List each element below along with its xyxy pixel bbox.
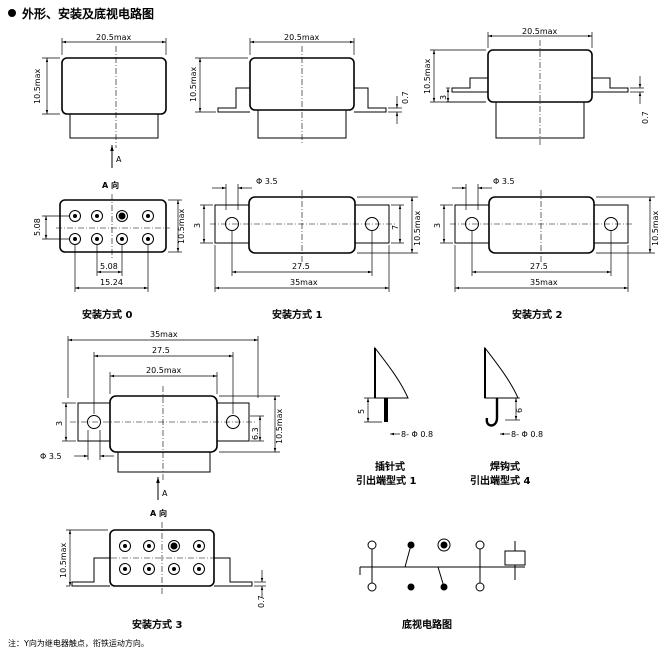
svg-text:5.08: 5.08 — [33, 218, 42, 236]
outline-view-raised-flange: 20.5max 10.5max 3 0.7 — [423, 27, 650, 145]
svg-text:6: 6 — [515, 408, 524, 413]
svg-text:35max: 35max — [150, 330, 178, 339]
view-arrow-a-label: A — [116, 155, 122, 164]
svg-text:A 向: A 向 — [150, 508, 167, 518]
outline-view-plain: 20.5max 10.5max A — [33, 33, 167, 168]
terminal-4-caption-l1: 焊钩式 — [490, 460, 520, 473]
svg-text:3: 3 — [439, 95, 448, 100]
svg-text:10.5max: 10.5max — [651, 210, 660, 246]
svg-text:Φ 3.5: Φ 3.5 — [493, 177, 515, 186]
mount-2-view: Φ 3.5 3 10.5max 27.5 35max 安装方式 2 — [433, 177, 660, 321]
svg-text:20.5max: 20.5max — [522, 27, 558, 36]
svg-text:0.7: 0.7 — [257, 595, 266, 608]
svg-text:0.7: 0.7 — [401, 91, 410, 104]
terminal-type-4: 6 8- Φ 0.8 焊钩式 引出端型式 4 — [470, 346, 543, 487]
svg-text:15.24: 15.24 — [100, 278, 123, 287]
page-title: 外形、安装及底视电路图 — [22, 6, 154, 21]
svg-text:5.08: 5.08 — [100, 262, 118, 271]
svg-text:6.3: 6.3 — [251, 427, 260, 440]
terminal-1-caption-l2: 引出端型式 1 — [356, 474, 416, 487]
svg-text:5: 5 — [357, 409, 366, 414]
svg-text:10.5max: 10.5max — [59, 542, 68, 578]
mount-3-side-view: 35max 27.5 20.5max 3 Φ 3.5 6.3 10.5max A — [40, 330, 284, 500]
svg-text:3: 3 — [433, 223, 442, 228]
svg-text:0.7: 0.7 — [641, 111, 650, 124]
terminal-4-caption-l2: 引出端型式 4 — [470, 474, 530, 487]
mount-1-view: Φ 3.5 3 7 10.5max 27.5 35max 安装方式 1 — [193, 177, 422, 321]
svg-text:3: 3 — [55, 421, 64, 426]
svg-text:3: 3 — [193, 223, 202, 228]
svg-text:8- Φ 0.8: 8- Φ 0.8 — [511, 430, 543, 439]
svg-text:10.5max: 10.5max — [423, 58, 432, 94]
svg-text:10.5max: 10.5max — [189, 66, 198, 102]
svg-text:27.5: 27.5 — [152, 346, 170, 355]
svg-text:Φ 3.5: Φ 3.5 — [40, 452, 62, 461]
svg-text:A 向: A 向 — [102, 180, 119, 190]
svg-text:27.5: 27.5 — [530, 262, 548, 271]
svg-text:35max: 35max — [530, 278, 558, 287]
svg-text:35max: 35max — [290, 278, 318, 287]
hook-lead — [485, 398, 499, 427]
dim-height-label: 10.5max — [33, 68, 42, 104]
mount-3-caption: 安装方式 3 — [132, 618, 182, 631]
mount-2-caption: 安装方式 2 — [512, 308, 562, 321]
pin-grid — [69, 210, 154, 245]
svg-text:Φ 3.5: Φ 3.5 — [256, 177, 278, 186]
svg-text:10.5max: 10.5max — [177, 208, 186, 244]
relay-body — [61, 57, 167, 115]
mount-1-caption: 安装方式 1 — [272, 308, 322, 321]
terminal-type-1: 5 8- Φ 0.8 插针式 引出端型式 1 — [356, 346, 433, 487]
svg-text:A: A — [162, 489, 168, 498]
mount-0-caption: 安装方式 0 — [82, 308, 132, 321]
svg-text:10.5max: 10.5max — [413, 210, 422, 246]
svg-text:20.5max: 20.5max — [284, 33, 320, 42]
coil-symbol — [504, 550, 526, 566]
svg-text:27.5: 27.5 — [292, 262, 310, 271]
bullet-icon — [8, 9, 16, 17]
terminal-1-caption-l1: 插针式 — [375, 460, 405, 473]
svg-text:10.5max: 10.5max — [275, 408, 284, 444]
pin-lead — [384, 398, 388, 422]
circuit-caption: 底视电路图 — [402, 618, 452, 631]
bottom-circuit-diagram: 底视电路图 — [359, 538, 526, 631]
footnote: 注：Y向为继电器触点，衔铁运动方向。 — [8, 638, 149, 648]
svg-text:8- Φ 0.8: 8- Φ 0.8 — [401, 430, 433, 439]
mount-0-bottom-view: A 向 5.08 10.5max 5.08 15.24 安装方式 0 — [33, 180, 186, 321]
svg-text:20.5max: 20.5max — [146, 366, 182, 375]
dim-width-label: 20.5max — [96, 33, 132, 42]
pin-grid — [119, 540, 205, 575]
outline-view-flange: 20.5max 10.5max 0.7 — [189, 33, 410, 145]
mount-3-bottom-view: A 向 10.5max 0.7 安装方式 3 — [59, 508, 266, 631]
relay-base — [69, 113, 159, 139]
svg-text:7: 7 — [391, 225, 400, 230]
